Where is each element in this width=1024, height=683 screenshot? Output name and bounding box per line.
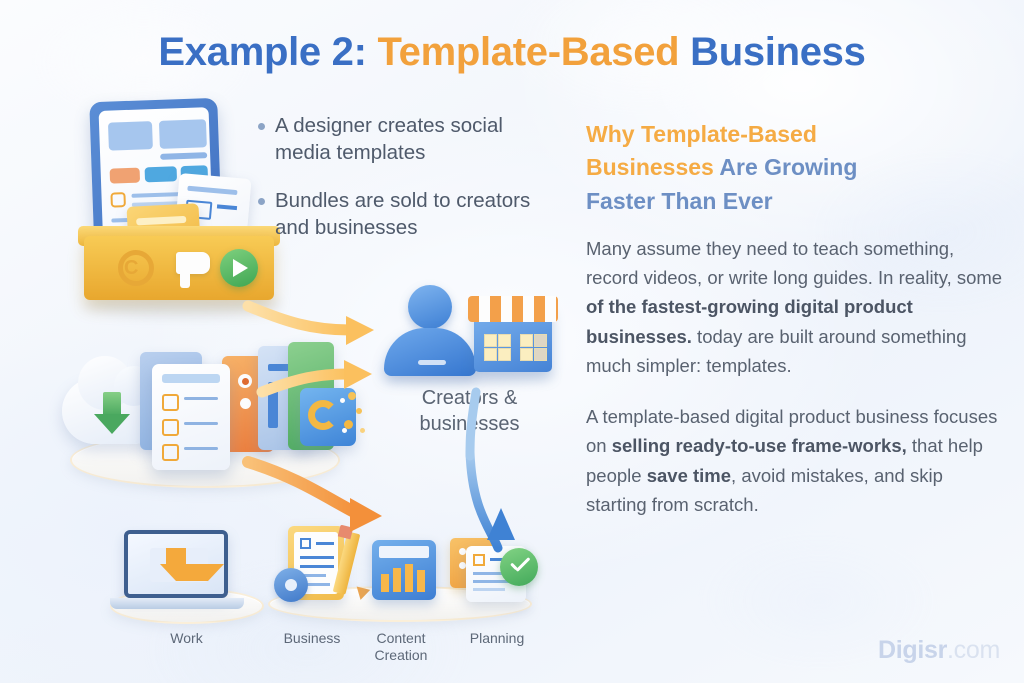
creators-label-line2: businesses: [419, 413, 520, 435]
check-circle-icon: [500, 548, 538, 586]
p1-pre: Many assume they need to teach something…: [586, 238, 1003, 289]
right-column: Why Template-Based Businesses Are Growin…: [586, 118, 1006, 541]
creators-label-line1: Creators &: [421, 387, 518, 409]
caption-content-line1: Content: [376, 630, 426, 646]
caption-business-line1: Business: [283, 630, 341, 646]
heading-blue-1: Are Growing: [713, 154, 858, 181]
bullet-text: A designer creates social media template…: [275, 114, 503, 165]
awning: [468, 296, 558, 322]
caption-content-line2: Creation: [374, 647, 428, 664]
bullet-dot-icon: [258, 198, 265, 206]
bullet-dot-icon: [258, 123, 265, 130]
bullet-list: A designer creates social media template…: [258, 112, 558, 262]
copyright-icon: [118, 250, 154, 286]
p1-bold: of the fastest-growing digital product b…: [586, 296, 913, 347]
watermark-brand: Digisr: [877, 636, 948, 664]
heading-orange-2: Businesses: [586, 154, 714, 181]
watermark: Digisr.com: [878, 636, 1000, 665]
p2-mid: that help people: [586, 435, 983, 486]
caption-content-creation: Content Creation: [356, 630, 446, 664]
section-heading: Why Template-Based Businesses Are Growin…: [586, 118, 1006, 218]
heading-orange-1: Why Template-Based: [586, 121, 817, 147]
p2-pre: A template-based digital product busines…: [586, 406, 998, 457]
title-part-1: Example 2:: [158, 30, 367, 74]
box-front: C: [84, 236, 274, 300]
heading-blue-2: Faster Than Ever: [586, 187, 773, 214]
curved-arrow-right-icon: [242, 300, 374, 345]
blue-disc: [300, 388, 356, 446]
megaphone-icon: [176, 252, 210, 274]
paragraph-2: A template-based digital product busines…: [586, 402, 1006, 519]
list-item: Bundles are sold to creators and busines…: [258, 187, 558, 241]
caption-planning-line1: Planning: [469, 630, 525, 646]
p2-bold-1: selling ready-to-use frame-works,: [611, 435, 907, 457]
list-item: A designer creates social media template…: [258, 112, 558, 166]
download-arrow-icon: [103, 392, 121, 416]
caption-work: Work: [134, 630, 239, 647]
person-body: [384, 328, 476, 376]
p1-post: today are built around something much si…: [586, 325, 967, 376]
person-avatar-icon: [408, 285, 452, 329]
p2-post: , avoid mistakes, and skip starting from…: [586, 464, 943, 515]
caption-planning: Planning: [452, 630, 542, 647]
checklist-document: [152, 364, 230, 470]
creators-businesses-label: Creators & businesses: [392, 385, 547, 437]
bullet-text: Bundles are sold to creators and busines…: [275, 189, 531, 240]
page-title: Example 2: Template-Based Business: [0, 30, 1024, 75]
title-part-2: Template-Based: [377, 30, 680, 74]
paragraph-1: Many assume they need to teach something…: [586, 234, 1006, 380]
p2-bold-2: save time: [646, 464, 732, 486]
title-part-3: Business: [690, 30, 866, 74]
caption-business: Business: [262, 630, 362, 647]
gear-icon: [274, 568, 308, 602]
caption-work-line1: Work: [170, 630, 203, 646]
watermark-tld: .com: [947, 636, 1000, 664]
